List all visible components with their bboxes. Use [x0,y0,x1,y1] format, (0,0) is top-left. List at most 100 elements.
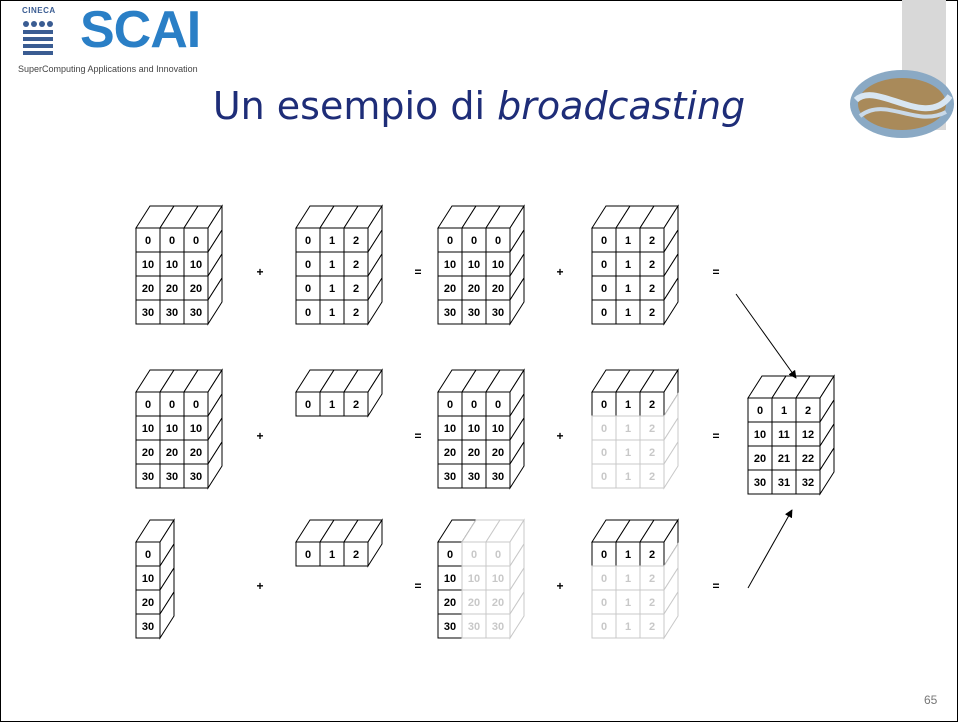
cell-value: 0 [169,235,175,247]
cell-value: 20 [142,597,154,609]
cell-value: 2 [353,307,359,319]
cell-value: 32 [802,477,814,489]
cell-value: 20 [142,283,154,295]
cell-value: 2 [649,283,655,295]
cell-value: 20 [142,447,154,459]
cell-value: 0 [193,399,199,411]
cell-value: 0 [447,549,453,561]
array-cell [615,251,641,277]
cell-value: 31 [778,477,790,489]
array-cell [159,227,185,253]
array-cell [183,227,209,253]
array-cell [639,463,665,489]
cell-value: 30 [444,621,456,633]
array-cell [591,463,617,489]
array-cell [437,565,463,591]
cell-value: 0 [471,235,477,247]
array-cell [485,541,511,567]
cell-value: 0 [601,621,607,633]
array-cell [591,565,617,591]
array-cell [159,299,185,325]
array-cell [461,275,487,301]
array-cell [295,275,321,301]
cell-value: 20 [468,597,480,609]
cell-value: 0 [495,399,501,411]
array-cell [319,251,345,277]
array-cell [485,463,511,489]
cell-value: 0 [601,399,607,411]
cell-value: 0 [305,259,311,271]
cell-value: 0 [601,307,607,319]
array-cell [319,299,345,325]
array-cell [591,391,617,417]
cell-value: 2 [353,399,359,411]
cell-value: 30 [142,621,154,633]
equals-operator: = [414,579,421,593]
cell-value: 30 [190,307,202,319]
cell-value: 10 [754,429,766,441]
cell-value: 2 [353,283,359,295]
array-cell [461,541,487,567]
title-emphasis: broadcasting [497,84,746,128]
cell-value: 10 [444,259,456,271]
cell-value: 0 [305,549,311,561]
cell-value: 1 [329,399,335,411]
cell-value: 20 [492,597,504,609]
array-cell [135,439,161,465]
cell-value: 22 [802,453,814,465]
cell-value: 0 [145,549,151,561]
cell-value: 1 [329,307,335,319]
array-cell [319,227,345,253]
cell-value: 2 [649,471,655,483]
cell-value: 20 [190,447,202,459]
array-cell [795,469,821,495]
array-cell [591,415,617,441]
equals-operator: = [712,579,719,593]
array-cell [319,391,345,417]
equals-operator: = [712,429,719,443]
cell-value: 0 [169,399,175,411]
array-cell [639,275,665,301]
cell-value: 20 [444,283,456,295]
array-cell [343,541,369,567]
cell-value: 0 [601,597,607,609]
cell-value: 2 [805,405,811,417]
array-cell [591,227,617,253]
array-cell [295,391,321,417]
array-cell [615,613,641,639]
cell-value: 30 [444,307,456,319]
cell-value: 10 [166,259,178,271]
array-cell [485,415,511,441]
plus-operator: + [256,429,263,443]
array-cell [485,613,511,639]
cell-value: 2 [649,621,655,633]
cell-value: 20 [166,447,178,459]
cell-value: 1 [625,283,631,295]
cell-value: 0 [601,423,607,435]
array-cell [795,421,821,447]
cell-value: 0 [305,283,311,295]
cell-value: 10 [492,573,504,585]
equals-operator: = [414,265,421,279]
arrow-row1-to-result [735,293,797,379]
array-cell [639,415,665,441]
cell-value: 30 [492,307,504,319]
cell-value: 10 [468,259,480,271]
array-cell [437,227,463,253]
array-cell [437,589,463,615]
cell-value: 2 [649,423,655,435]
cell-value: 2 [353,259,359,271]
cell-value: 0 [305,235,311,247]
cell-value: 0 [447,399,453,411]
cell-value: 1 [329,235,335,247]
cell-value: 0 [601,283,607,295]
array-cell [795,445,821,471]
cell-value: 2 [649,307,655,319]
